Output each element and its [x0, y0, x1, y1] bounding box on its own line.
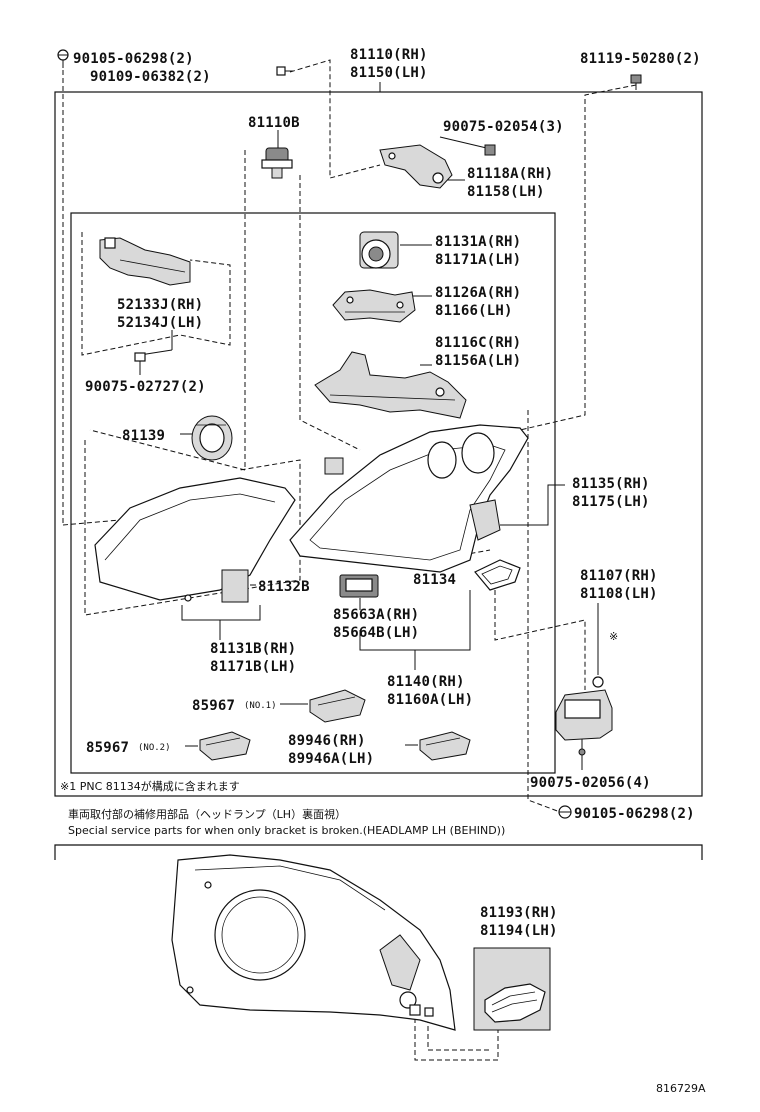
label-gasket: 81134 — [413, 572, 456, 588]
label-reflector-rh: 81116C(RH) — [435, 335, 521, 351]
label-bolt-bottom: 90105-06298(2) — [574, 806, 695, 822]
module-icon — [309, 689, 366, 723]
footnote: ※1 PNC 81134が構成に含まれます — [60, 779, 240, 793]
label-bulb: 81110B — [248, 115, 300, 131]
gasket-icon — [474, 559, 521, 591]
housing-icon — [289, 424, 529, 573]
actuator-icon — [332, 289, 416, 323]
label-module-no1-note: (NO.1) — [244, 701, 277, 711]
label-bolt-top-right: 81119-50280(2) — [580, 51, 701, 67]
label-housing-lh: 81175(LH) — [572, 494, 650, 510]
label-bolt-top-left: 90105-06298(2) — [73, 51, 194, 67]
label-ecu-rh: 85663A(RH) — [333, 607, 419, 623]
label-screw-top: 90109-06382(2) — [90, 69, 211, 85]
label-repair-bracket-lh: 81194(LH) — [480, 923, 558, 939]
label-reflector-lh: 81156A(LH) — [435, 353, 521, 369]
bulb-icon — [261, 147, 293, 179]
module-icon — [199, 731, 251, 761]
label-module-no2-note: (NO.2) — [138, 743, 171, 753]
bolt-icon — [630, 74, 642, 90]
label-actuator-lh: 81166(LH) — [435, 303, 513, 319]
reflector-icon — [314, 351, 467, 419]
label-unit-rh: 89946(RH) — [288, 733, 366, 749]
outer-assembly-frame — [54, 91, 703, 797]
label-actuator-rh: 81126A(RH) — [435, 285, 521, 301]
clip-icon — [99, 237, 191, 286]
label-sub-assy-lh: 81160A(LH) — [387, 692, 473, 708]
caption-jp: 車両取付部の補修用部品（ヘッドランプ（LH）裏面視） — [68, 807, 346, 821]
label-module-no1: 85967 — [192, 698, 235, 714]
label-ecu-lh: 85664B(LH) — [333, 625, 419, 641]
label-ballast-rh: 81107(RH) — [580, 568, 658, 584]
label-assy-rh: 81110(RH) — [350, 47, 428, 63]
lens-icon — [94, 477, 296, 603]
label-assy-lh: 81150(LH) — [350, 65, 428, 81]
screw-icon — [276, 66, 293, 76]
label-housing-rh: 81135(RH) — [572, 476, 650, 492]
label-lens-assy-rh: 81131B(RH) — [210, 641, 296, 657]
label-cap: 81139 — [122, 428, 165, 444]
bolt-icon — [57, 49, 69, 68]
ballast-icon — [555, 630, 613, 756]
label-module-no2: 85967 — [86, 740, 129, 756]
label-bracket-rh: 81118A(RH) — [467, 166, 553, 182]
label-projector-rh: 81131A(RH) — [435, 234, 521, 250]
headlamp-rear-view-icon — [171, 854, 456, 1031]
label-screw-clip: 90075-02727(2) — [85, 379, 206, 395]
bottom-section-frame — [54, 844, 703, 860]
unit-icon — [419, 731, 471, 761]
leader-lines — [62, 59, 637, 1061]
bolt-icon — [558, 805, 572, 819]
label-repair-bracket-rh: 81193(RH) — [480, 905, 558, 921]
cap-icon — [191, 415, 233, 461]
label-screw-bracket: 90075-02054(3) — [443, 119, 564, 135]
figure-id: 816729A — [656, 1082, 706, 1095]
repair-bracket-icon — [473, 947, 551, 1031]
screw-icon — [134, 352, 146, 370]
label-clip-rh: 52133J(RH) — [117, 297, 203, 313]
label-ballast-lh: 81108(LH) — [580, 586, 658, 602]
caption-en: Special service parts for when only brac… — [68, 824, 505, 837]
projector-icon — [359, 231, 399, 269]
inner-subassembly-frame — [70, 212, 556, 774]
label-clip-lh: 52134J(LH) — [117, 315, 203, 331]
label-lens: 81132B — [258, 579, 310, 595]
label-screw-ballast: 90075-02056(4) — [530, 775, 651, 791]
bracket-icon — [379, 144, 496, 189]
label-sub-assy-rh: 81140(RH) — [387, 674, 465, 690]
footnote-marker: ※ — [609, 630, 618, 643]
label-projector-lh: 81171A(LH) — [435, 252, 521, 268]
label-lens-assy-lh: 81171B(LH) — [210, 659, 296, 675]
label-bracket-lh: 81158(LH) — [467, 184, 545, 200]
label-unit-lh: 89946A(LH) — [288, 751, 374, 767]
ecu-icon — [339, 574, 379, 598]
